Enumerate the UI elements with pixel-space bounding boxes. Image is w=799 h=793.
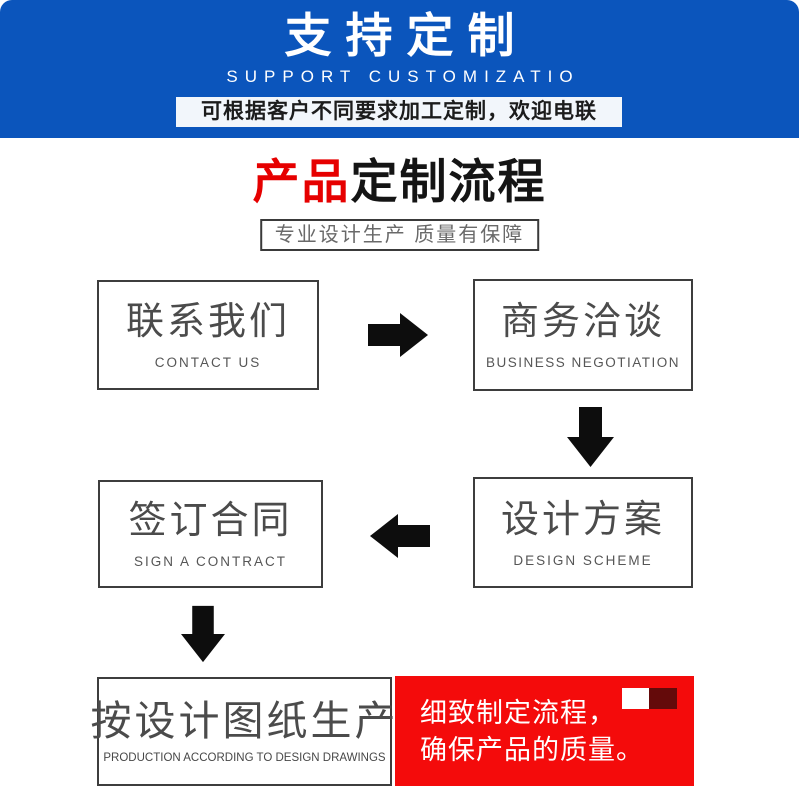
quality-note-line2: 确保产品的质量。 (420, 735, 644, 765)
flow-step-label-zh: 联系我们 (125, 301, 290, 343)
arrow-left-icon (370, 514, 430, 558)
flow-step-contact-us: 联系我们 CONTACT US (97, 280, 319, 390)
arrow-down-icon (181, 605, 225, 663)
section-subtitle-box: 专业设计生产 质量有保障 (259, 219, 540, 251)
flow-step-design-scheme: 设计方案 DESIGN SCHEME (473, 477, 693, 588)
section-title-red-part: 产品 (252, 155, 351, 208)
flow-step-label-en: PRODUCTION ACCORDING TO DESIGN DRAWINGS (103, 752, 386, 764)
arrow-right-icon (368, 313, 428, 357)
flow-step-label-en: DESIGN SCHEME (513, 552, 653, 568)
flow-step-label-en: BUSINESS NEGOTIATION (485, 355, 681, 370)
arrow-down-icon (567, 407, 614, 467)
quality-note: 细致制定流程， 确保产品的质量。 (395, 676, 694, 786)
white-square-icon (622, 688, 649, 709)
section-title-black-part: 定制流程 (350, 155, 547, 208)
banner-subtitle: SUPPORT CUSTOMIZATIO (226, 67, 580, 86)
dark-red-square-icon (649, 688, 677, 709)
section-title: 产品定制流程 (0, 156, 799, 208)
flow-step-label-zh: 签订合同 (128, 500, 293, 542)
flow-step-label-zh: 设计方案 (500, 498, 665, 541)
flow-step-label-en: SIGN A CONTRACT (133, 554, 288, 569)
banner: 支持定制 SUPPORT CUSTOMIZATIO 可根据客户不同要求加工定制，… (0, 0, 799, 138)
quality-note-line1: 细致制定流程， (420, 698, 616, 728)
flow-step-label-zh: 商务洽谈 (500, 301, 665, 343)
flow-step-business-negotiation: 商务洽谈 BUSINESS NEGOTIATION (473, 279, 693, 391)
flow-step-label-en: CONTACT US (154, 355, 262, 370)
flow-step-label-zh: 按设计图纸生产 (90, 698, 399, 744)
flow-step-sign-contract: 签订合同 SIGN A CONTRACT (98, 480, 323, 588)
banner-title: 支持定制 (284, 9, 529, 62)
banner-tagline: 可根据客户不同要求加工定制，欢迎电联 (176, 97, 622, 127)
flow-step-production: 按设计图纸生产 PRODUCTION ACCORDING TO DESIGN D… (91, 677, 396, 786)
